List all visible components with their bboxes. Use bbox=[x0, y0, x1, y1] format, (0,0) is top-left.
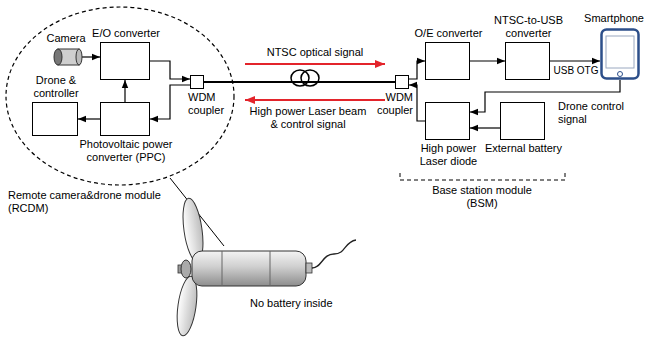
node-label: High power Laser diode bbox=[420, 142, 478, 167]
note-label: No battery inside bbox=[250, 297, 333, 309]
node-label-wrap: WDM coupler bbox=[188, 91, 228, 117]
camera-icon-outline bbox=[52, 48, 80, 66]
node-label-wrap: Smartphone bbox=[578, 12, 644, 25]
signal-connector bbox=[78, 118, 100, 119]
node-label-wrap: External battery bbox=[481, 142, 567, 155]
camera-icon: Camera bbox=[52, 48, 80, 66]
label-wrap: No battery inside bbox=[250, 297, 360, 310]
edge-label-wrap: Drone control signal bbox=[558, 100, 642, 126]
label-wrap: High power Laser beam & control signal bbox=[246, 105, 370, 131]
signal-label: NTSC optical signal bbox=[267, 46, 364, 58]
process-box: E/O converter bbox=[100, 42, 150, 80]
node-label: External battery bbox=[485, 142, 562, 154]
node-label-wrap: Photovoltaic power converter (PPC) bbox=[68, 138, 184, 164]
node-label: NTSC-to-USB converter bbox=[494, 14, 563, 39]
node-label: O/E converter bbox=[415, 27, 483, 39]
node-label-wrap: NTSC-to-USB converter bbox=[492, 14, 566, 40]
process-box: High power Laser diode bbox=[425, 102, 470, 140]
node-label: Drone & controller bbox=[33, 74, 78, 99]
process-box: External battery bbox=[500, 102, 545, 140]
signal-connector bbox=[124, 80, 125, 102]
label-wrap: USB OTG bbox=[552, 64, 600, 77]
signal-connector bbox=[470, 60, 505, 61]
signal-connector bbox=[150, 85, 190, 119]
signal-connector bbox=[409, 61, 425, 79]
node-label-wrap: Drone & controller bbox=[27, 74, 85, 100]
smartphone-icon: Smartphone bbox=[600, 28, 640, 80]
fiber-coil bbox=[291, 70, 309, 86]
node-label: WDM coupler bbox=[188, 91, 224, 116]
signal-connector bbox=[550, 60, 600, 61]
signal-arrow bbox=[245, 63, 385, 65]
process-box: Photovoltaic power converter (PPC) bbox=[100, 102, 150, 136]
process-box: O/E converter bbox=[425, 42, 470, 80]
coupler-box: WDM coupler bbox=[395, 75, 409, 89]
module-label: Base station module (BSM) bbox=[432, 184, 532, 209]
node-label-wrap: E/O converter bbox=[84, 27, 168, 40]
module-bracket bbox=[400, 173, 565, 180]
label-wrap: NTSC optical signal bbox=[240, 46, 390, 59]
node-label: Smartphone bbox=[584, 12, 644, 24]
node-label: Remote camera&drone module (RCDM) bbox=[8, 189, 161, 214]
drone-illustration bbox=[174, 197, 356, 337]
node-label: Photovoltaic power converter (PPC) bbox=[80, 138, 173, 163]
signal-connector bbox=[470, 127, 500, 128]
node-label-wrap: Camera bbox=[41, 32, 91, 45]
signal-label: High power Laser beam & control signal bbox=[250, 105, 367, 130]
node-label-wrap: WDM coupler bbox=[373, 91, 413, 117]
signal-label: Drone control signal bbox=[558, 100, 624, 125]
signal-arrow bbox=[245, 99, 385, 101]
coupler-box: WDM coupler bbox=[190, 75, 204, 89]
smartphone-icon-outline bbox=[600, 28, 640, 80]
node-label-wrap: O/E converter bbox=[411, 27, 487, 40]
node-label-wrap: High power Laser diode bbox=[413, 142, 485, 168]
node-label-wrap: Remote camera&drone module (RCDM) bbox=[8, 189, 168, 215]
node-label: E/O converter bbox=[92, 27, 160, 39]
interface-label: USB OTG bbox=[553, 65, 598, 76]
label-wrap: Base station module (BSM) bbox=[430, 184, 534, 210]
process-box: NTSC-to-USB converter bbox=[505, 42, 550, 80]
module-region: Remote camera&drone module (RCDM)CameraE… bbox=[5, 6, 235, 186]
signal-connector bbox=[80, 56, 100, 57]
fiber-coil bbox=[301, 70, 319, 86]
node-label: Camera bbox=[46, 32, 85, 44]
process-box: Drone & controller bbox=[32, 102, 78, 136]
node-label: WDM coupler bbox=[377, 91, 413, 116]
signal-connector bbox=[150, 61, 190, 79]
